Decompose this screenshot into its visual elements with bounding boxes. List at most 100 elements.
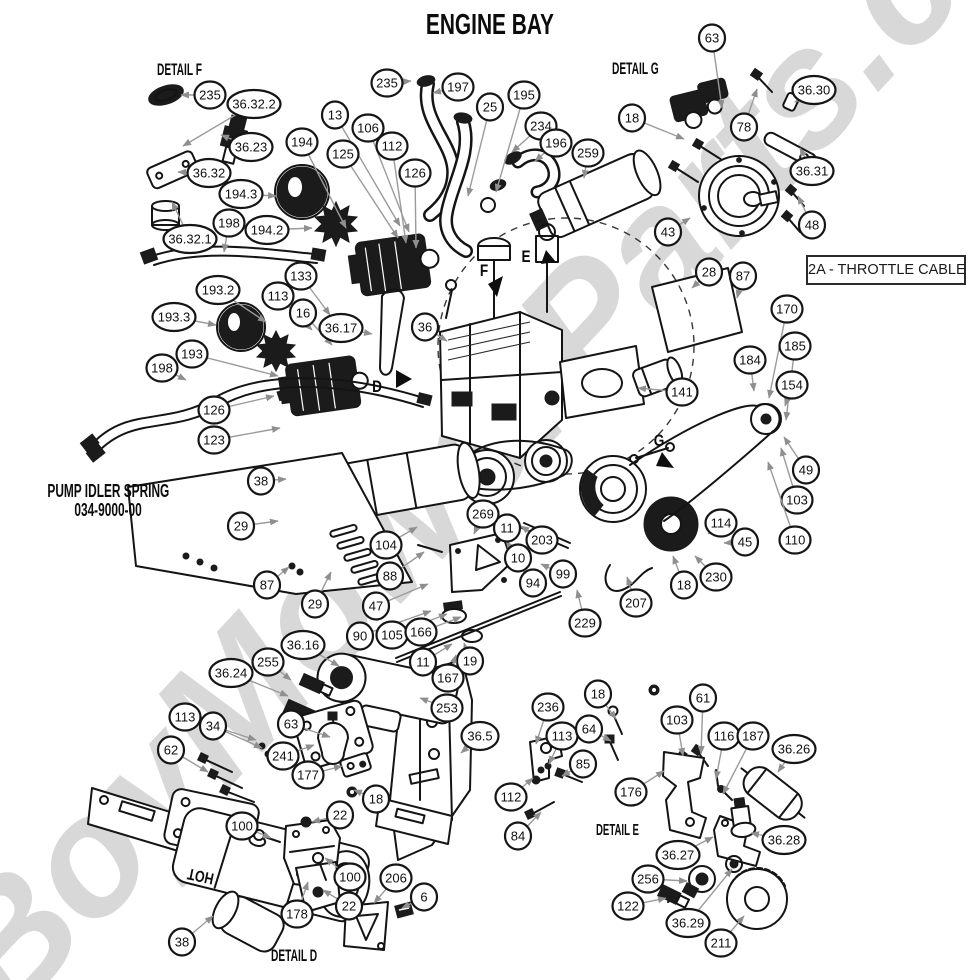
part-balloon-269: 269 (466, 499, 500, 535)
part-balloon-229: 229 (568, 589, 602, 638)
svg-text:113: 113 (175, 710, 196, 725)
part-balloon-36: 36 (410, 312, 448, 342)
svg-text:176: 176 (620, 785, 642, 800)
svg-text:87: 87 (736, 269, 750, 284)
svg-text:177: 177 (297, 768, 319, 783)
svg-text:36.32: 36.32 (193, 166, 226, 181)
svg-text:38: 38 (175, 935, 189, 950)
part-balloon-114: 114 (704, 508, 738, 538)
part-balloon-36.29: 36.29 (665, 868, 733, 939)
svg-text:230: 230 (705, 570, 727, 585)
part-balloon-211: 211 (704, 915, 745, 958)
part-balloon-125: 125 (326, 139, 399, 239)
svg-text:167: 167 (437, 671, 459, 686)
svg-text:36.27: 36.27 (662, 848, 695, 863)
part-balloon-236: 236 (531, 692, 565, 745)
part-balloon-176: 176 (614, 770, 665, 807)
page-title: ENGINE BAY (425, 9, 555, 41)
section-arrows (396, 250, 674, 468)
part-balloon-193.2: 193.2 (195, 274, 267, 323)
part-balloon-167: 167 (431, 654, 465, 693)
svg-text:36.5: 36.5 (467, 729, 492, 744)
svg-text:78: 78 (737, 120, 751, 135)
engine-assembly (437, 217, 695, 475)
svg-text:194.3: 194.3 (225, 187, 258, 202)
part-balloon-85: 85 (561, 749, 598, 779)
part-balloon-13: 13 (320, 100, 401, 227)
svg-text:193.3: 193.3 (158, 310, 191, 325)
svg-text:45: 45 (738, 535, 752, 550)
part-balloon-84: 84 (503, 811, 542, 851)
section-letter-e: E (521, 247, 531, 266)
part-balloon-126: 126 (398, 158, 432, 249)
part-balloon-235: 235 (370, 68, 412, 98)
svg-text:104: 104 (375, 538, 397, 553)
svg-text:103: 103 (666, 713, 688, 728)
svg-text:11: 11 (416, 655, 430, 670)
hydraulic-pump-lower (278, 355, 369, 417)
svg-text:235: 235 (199, 88, 221, 103)
svg-text:34: 34 (206, 719, 220, 734)
svg-text:36.32.2: 36.32.2 (232, 97, 275, 112)
part-balloon-36.24: 36.24 (208, 657, 289, 697)
part-balloon-45: 45 (723, 527, 760, 557)
part-balloon-154: 154 (775, 370, 809, 407)
part-balloon-112: 112 (494, 777, 534, 812)
svg-text:178: 178 (286, 907, 308, 922)
part-balloon-207: 207 (619, 576, 653, 618)
svg-text:193: 193 (181, 347, 203, 362)
sensor-256 (667, 865, 716, 903)
part-balloon-16: 16 (288, 298, 333, 346)
coolant-tubes (416, 75, 561, 258)
part-balloon-22: 22 (322, 889, 364, 921)
svg-text:133: 133 (290, 269, 312, 284)
svg-text:36.23: 36.23 (235, 140, 268, 155)
svg-text:18: 18 (591, 687, 605, 702)
part-balloon-178: 178 (280, 881, 314, 929)
svg-text:63: 63 (284, 717, 298, 732)
svg-text:259: 259 (577, 146, 599, 161)
svg-text:112: 112 (382, 139, 403, 154)
part-balloon-141: 141 (637, 377, 699, 407)
svg-text:229: 229 (574, 616, 596, 631)
part-balloon-104: 104 (369, 526, 418, 560)
svg-text:10: 10 (511, 551, 525, 566)
part-balloon-87: 87 (728, 261, 758, 299)
part-balloon-36.27: 36.27 (655, 836, 714, 871)
part-balloon-206: 206 (373, 863, 413, 904)
svg-text:126: 126 (203, 403, 225, 418)
svg-text:116: 116 (714, 729, 735, 744)
part-balloon-18: 18 (583, 679, 617, 720)
part-balloon-193.3: 193.3 (151, 301, 217, 333)
svg-text:18: 18 (677, 578, 691, 593)
part-balloon-122: 122 (611, 891, 667, 921)
part-balloon-36.17: 36.17 (318, 312, 373, 344)
part-balloon-11: 11 (408, 643, 453, 677)
part-balloon-194.3: 194.3 (218, 178, 277, 210)
part-balloon-253: 253 (419, 693, 464, 723)
part-balloon-36.32: 36.32 (177, 157, 232, 189)
part-balloon-36.26: 36.26 (771, 733, 817, 773)
part-balloon-18: 18 (617, 103, 685, 140)
part-balloon-259: 259 (571, 138, 605, 179)
part-balloon-47: 47 (361, 583, 429, 621)
part-balloon-19: 19 (455, 642, 485, 676)
part-balloon-123: 123 (197, 425, 281, 455)
part-balloon-90: 90 (345, 610, 432, 651)
flywheel-screen-upper (274, 164, 359, 248)
part-balloon-10: 10 (503, 540, 533, 573)
svg-text:206: 206 (385, 871, 407, 886)
svg-text:25: 25 (483, 100, 497, 115)
part-balloon-36.32.1: 36.32.1 (162, 201, 218, 255)
part-balloon-36.32.2: 36.32.2 (182, 88, 282, 147)
part-balloon-177: 177 (291, 760, 343, 790)
bracket-178 (253, 816, 341, 913)
detail-e-heading: DETAIL E (596, 822, 639, 839)
part-balloon-112: 112 (375, 131, 409, 244)
svg-text:106: 106 (357, 121, 379, 136)
svg-text:36.28: 36.28 (768, 833, 801, 848)
part-balloon-87: 87 (252, 566, 290, 600)
part-balloon-256: 256 (631, 864, 688, 894)
